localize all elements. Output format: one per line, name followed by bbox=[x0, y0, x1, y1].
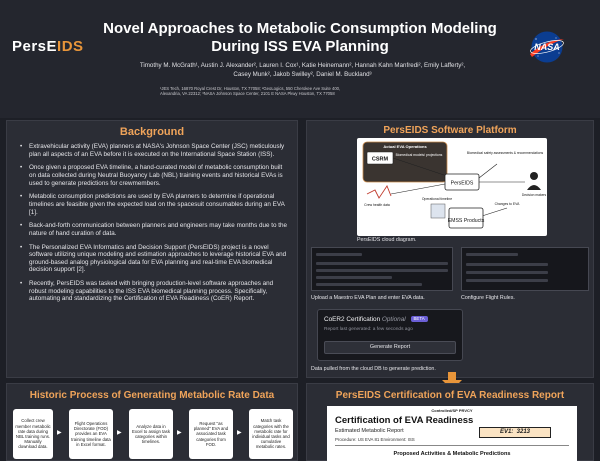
svg-text:Biomedical models/ projections: Biomedical models/ projections bbox=[396, 153, 443, 157]
poster-header: PersEIDS Novel Approaches to Metabolic C… bbox=[0, 0, 600, 118]
process-step-3: Analyze data in Excel to assign task cat… bbox=[129, 409, 173, 459]
svg-text:Operational timeline: Operational timeline bbox=[422, 197, 452, 201]
svg-text:EMSS Products: EMSS Products bbox=[448, 218, 485, 224]
process-step-1: Collect crew member metabolic rate data … bbox=[13, 409, 53, 459]
certification-title: PersEIDS Certification of EVA Readiness … bbox=[335, 390, 565, 401]
arrow-right-icon: ▶ bbox=[117, 430, 122, 436]
perseids-logo: PersEIDS bbox=[12, 38, 84, 55]
list-item: Back-and-forth communication between pla… bbox=[19, 222, 291, 237]
svg-text:PersEIDS: PersEIDS bbox=[451, 181, 474, 187]
svg-text:Biomedical safety assessments: Biomedical safety assessments & recommen… bbox=[467, 151, 544, 155]
title-line-2: During ISS EVA Planning bbox=[211, 38, 389, 55]
list-item: Once given a proposed EVA timeline, a ha… bbox=[19, 164, 291, 187]
caption-cloud: PersEIDS cloud diagram. bbox=[357, 237, 417, 243]
process-step-2: Flight Operations Directorate (FOD) prov… bbox=[69, 409, 113, 459]
caption-rules: Configure Flight Rules. bbox=[461, 295, 515, 301]
svg-text:NASA: NASA bbox=[534, 42, 560, 52]
title-line-1: Novel Approaches to Metabolic Consumptio… bbox=[103, 20, 497, 37]
background-title: Background bbox=[119, 126, 185, 138]
ev1-value-box: EV1: 3213 bbox=[479, 427, 551, 438]
generate-report-button[interactable]: Generate Report bbox=[324, 341, 456, 354]
svg-text:Changes to EVA: Changes to EVA bbox=[495, 202, 521, 206]
report-heading: Certification of EVA Readiness bbox=[335, 415, 474, 426]
svg-text:Actual EVA Operations: Actual EVA Operations bbox=[383, 144, 427, 149]
list-item: The Personalized EVA Informatics and Dec… bbox=[19, 244, 291, 274]
author-list: Timothy M. McGrath¹, Austin J. Alexander… bbox=[139, 62, 466, 78]
arrow-down-icon bbox=[442, 372, 462, 390]
cloud-diagram: Actual EVA Operations CSRM Biomedical mo… bbox=[357, 138, 547, 236]
certification-panel: PersEIDS Certification of EVA Readiness … bbox=[306, 383, 594, 461]
coer-last-generated: Report last generated: a few seconds ago bbox=[324, 327, 413, 332]
controlled-label: Controlled/SP PRVCY bbox=[431, 408, 473, 413]
flight-rules-screenshot bbox=[461, 247, 589, 291]
procedure-label: Procedure: US EVA 81 Environment: ISS bbox=[335, 437, 415, 442]
predictions-heading: Proposed Activities & Metabolic Predicti… bbox=[393, 451, 511, 457]
estimated-report-label: Estimated Metabolic Report bbox=[335, 428, 404, 434]
svg-text:Decision makers: Decision makers bbox=[522, 193, 547, 197]
nasa-logo-icon: NASA bbox=[530, 31, 564, 63]
coer-certification-card: CoER2 Certification Optional BETA Report… bbox=[317, 309, 463, 361]
software-title: PersEIDS Software Platform bbox=[383, 125, 517, 136]
poster-title: Novel Approaches to Metabolic Consumptio… bbox=[100, 20, 500, 56]
caption-pulled: Data pulled from the cloud DB to generat… bbox=[311, 366, 436, 372]
historic-title: Historic Process of Generating Metabolic… bbox=[29, 390, 275, 401]
list-item: Extravehicular activity (EVA) planners a… bbox=[19, 143, 291, 158]
list-item: Recently, PersEIDS was tasked with bring… bbox=[19, 280, 291, 303]
list-item: Metabolic consumption predictions are us… bbox=[19, 193, 291, 216]
process-step-4: Request "as planned" EVA and associated … bbox=[189, 409, 233, 459]
divider bbox=[335, 445, 569, 446]
arrow-right-icon: ▶ bbox=[237, 430, 242, 436]
certification-report-preview: Controlled/SP PRVCY Certification of EVA… bbox=[327, 406, 577, 461]
background-bullets: Extravehicular activity (EVA) planners a… bbox=[19, 143, 291, 309]
background-panel: Background Extravehicular activity (EVA)… bbox=[6, 120, 298, 378]
affiliations: ¹JES Tech, 16870 Royal Crest Dr, Houston… bbox=[160, 86, 341, 97]
arrow-right-icon: ▶ bbox=[177, 430, 182, 436]
caption-upload: Upload a Maestro EVA Plan and enter EVA … bbox=[311, 295, 425, 301]
svg-text:Crew health data: Crew health data bbox=[364, 203, 390, 207]
coer-title: CoER2 Certification Optional BETA bbox=[324, 316, 428, 323]
svg-text:CSRM: CSRM bbox=[372, 157, 389, 163]
process-step-5: Match task categories with the metabolic… bbox=[249, 409, 293, 459]
historic-process-panel: Historic Process of Generating Metabolic… bbox=[6, 383, 298, 461]
software-platform-panel: PersEIDS Software Platform Actual EVA Op… bbox=[306, 120, 594, 378]
beta-badge: BETA bbox=[410, 316, 428, 322]
arrow-right-icon: ▶ bbox=[57, 430, 62, 436]
upload-screenshot bbox=[311, 247, 453, 291]
